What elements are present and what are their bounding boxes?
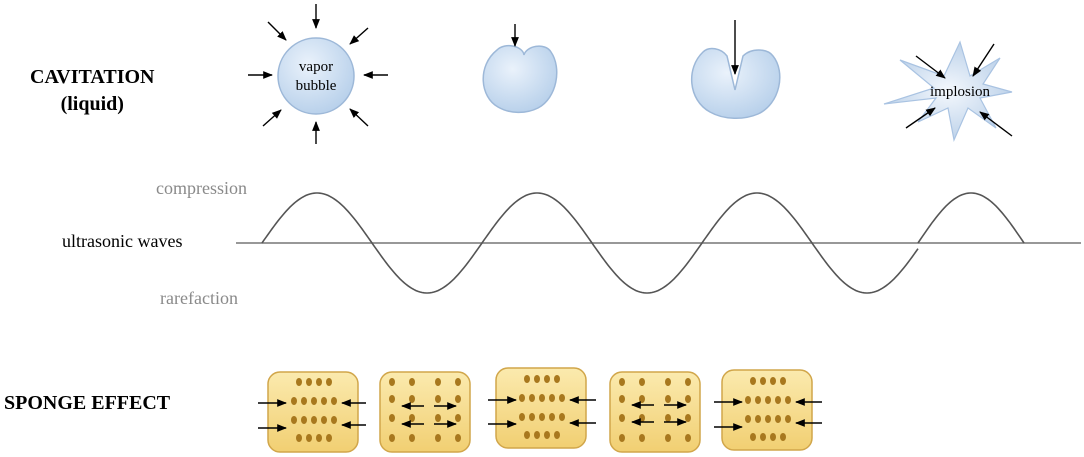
collapsing-bubble-stage — [690, 20, 781, 119]
sponge-body — [721, 369, 813, 451]
cavitation-title-line1: CAVITATION — [30, 66, 155, 88]
vapor-bubble-stage: vapor bubble — [248, 4, 388, 144]
cavitation-title-line2: (liquid) — [60, 93, 124, 115]
implosion-arrow-bottom-left — [905, 107, 936, 129]
sponge-pores — [619, 378, 691, 442]
sponge-block-1 — [258, 371, 366, 453]
arrow-top-left — [267, 21, 287, 41]
sponge-block-5 — [714, 369, 822, 451]
sponge-body — [495, 367, 587, 449]
implosion-arrow-top-left — [915, 55, 946, 79]
sponge-effect-title: SPONGE EFFECT — [4, 392, 171, 414]
sponge-effect-blocks — [258, 367, 822, 453]
compression-label: compression — [156, 178, 247, 198]
sponge-pores — [291, 378, 337, 442]
sponge-block-4 — [609, 371, 701, 453]
vapor-bubble — [277, 37, 355, 115]
sponge-block-2 — [379, 371, 471, 453]
implosion-arrow-top-right — [972, 43, 995, 77]
arrow-bottom-right — [349, 108, 369, 127]
sponge-body — [609, 371, 701, 453]
sponge-block-3 — [488, 367, 596, 449]
sponge-pores — [745, 377, 791, 441]
arrow-bottom-left — [262, 109, 282, 127]
sponge-pores — [389, 378, 461, 442]
ultrasonic-waves-label: ultrasonic waves — [62, 231, 183, 251]
implosion-stage: implosion — [883, 40, 1013, 143]
implosion-label: implosion — [930, 84, 991, 100]
vapor-label: vapor — [299, 59, 333, 75]
collapsing-bubble — [690, 47, 781, 119]
bubble-label: bubble — [296, 78, 337, 94]
ultrasonic-wave-final-peak — [917, 192, 1025, 244]
sponge-body — [379, 371, 471, 453]
dented-bubble-stage — [482, 24, 558, 114]
cavitation-title: CAVITATION (liquid) — [30, 64, 154, 118]
arrow-top-right — [349, 27, 369, 45]
rarefaction-label: rarefaction — [160, 288, 238, 308]
dented-bubble — [482, 44, 558, 114]
sponge-body — [267, 371, 359, 453]
implosion-arrow-bottom-right — [979, 111, 1013, 137]
ultrasonic-wave-plot — [236, 192, 1081, 294]
sponge-pores — [519, 375, 565, 439]
ultrasonic-wave — [261, 192, 919, 294]
